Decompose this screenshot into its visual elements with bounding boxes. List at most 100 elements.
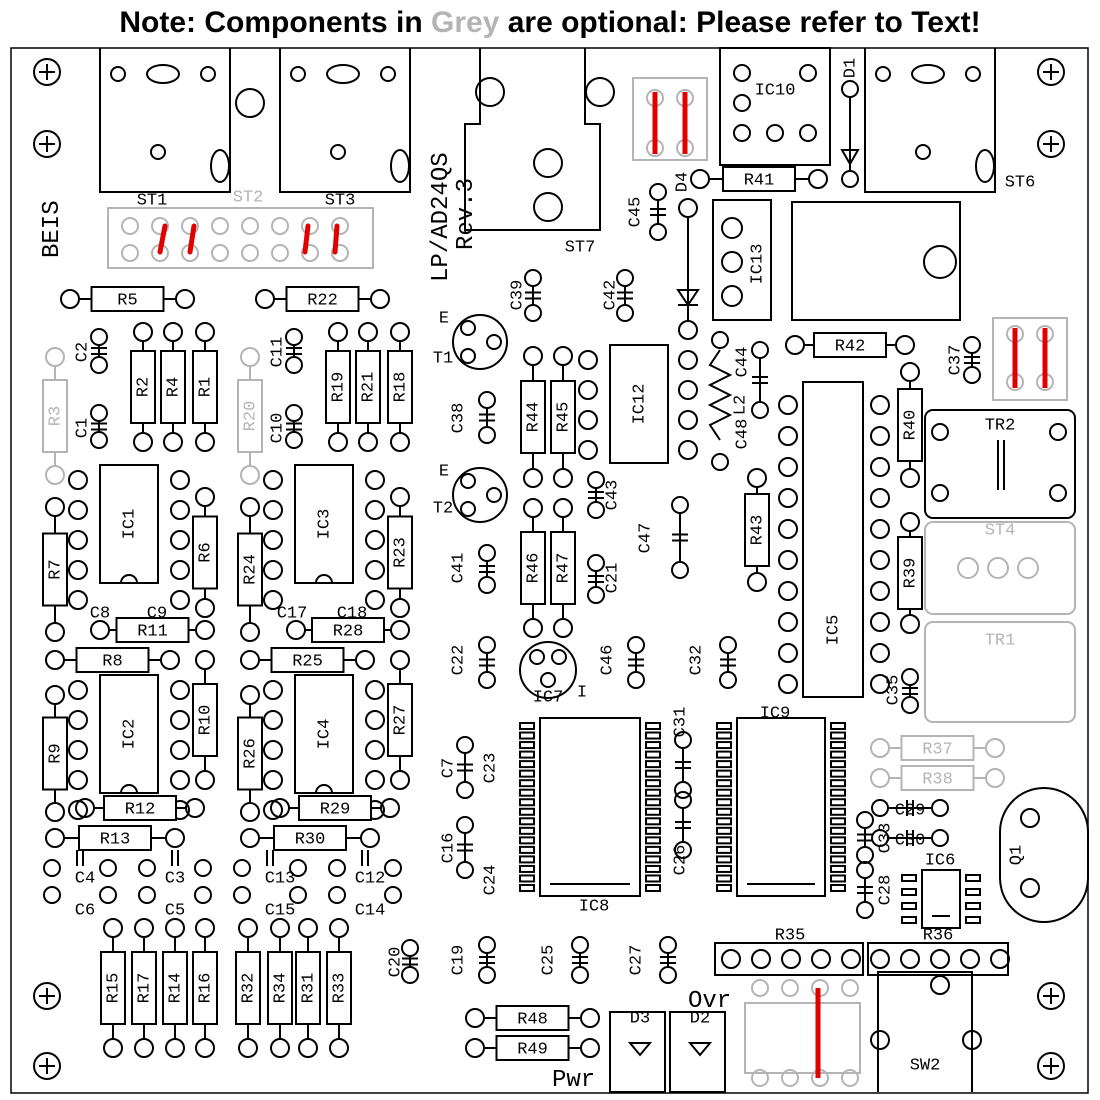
solder-pad	[963, 366, 981, 384]
inductor-coil	[707, 349, 733, 441]
note-grey-word: Grey	[431, 6, 500, 39]
solder-pad	[674, 791, 692, 809]
solder-pad	[587, 471, 605, 489]
solder-pad	[328, 886, 346, 904]
solder-pad	[99, 886, 117, 904]
ic-body	[609, 344, 669, 464]
resistor-label: R40	[901, 410, 920, 441]
solder-pad	[529, 649, 545, 665]
smd-pin	[965, 874, 981, 882]
mounting-hole	[1037, 58, 1065, 86]
solder-pad	[301, 244, 319, 262]
smd-pin	[645, 845, 661, 854]
solder-pad	[1049, 484, 1067, 502]
capacitor-label: C5	[165, 901, 185, 920]
resistor-body	[900, 765, 975, 791]
solder-pad	[870, 949, 890, 969]
diode-label: D3	[630, 1009, 650, 1028]
solder-pad	[165, 918, 185, 938]
solder-pad	[778, 612, 798, 632]
solder-pad	[931, 484, 949, 502]
smd-pin	[645, 874, 661, 883]
solder-pad	[365, 680, 385, 700]
capacitor-label: C15	[265, 901, 296, 920]
jack-pin	[533, 148, 563, 178]
smd-pin	[901, 902, 917, 910]
solder-pad	[68, 560, 88, 580]
jack-pin	[585, 77, 615, 107]
solder-pad	[870, 612, 890, 632]
solder-pad	[233, 886, 251, 904]
connector-label: ST1	[137, 191, 168, 210]
solder-pad	[895, 335, 915, 355]
solder-pad	[733, 124, 751, 142]
solder-pad	[263, 590, 283, 610]
solder-pad	[659, 966, 677, 984]
capacitor-label: C11	[268, 337, 287, 368]
resistor-body	[103, 795, 177, 821]
switch-label: SW2	[910, 1056, 941, 1075]
smd-pin	[716, 741, 732, 750]
solder-pad	[870, 643, 890, 663]
solder-pad	[365, 500, 385, 520]
solder-pad	[195, 322, 215, 342]
smd-pin	[645, 855, 661, 864]
smd-pin	[645, 760, 661, 769]
resistor-label: R8	[102, 652, 122, 671]
solder-pad	[931, 829, 949, 847]
solder-pad	[103, 918, 123, 938]
ic-label: IC9	[760, 704, 791, 723]
solder-pad	[985, 768, 1005, 788]
ic-label: IC10	[755, 81, 796, 100]
capacitor-label: C27	[627, 945, 646, 976]
solder-pad	[478, 636, 496, 654]
diode-symbol	[676, 289, 700, 307]
smd-pin	[716, 807, 732, 816]
solder-pad	[578, 410, 598, 430]
note-suffix: are optional: Please refer to Text!	[499, 6, 981, 39]
mounting-hole	[33, 58, 61, 86]
solder-pad	[270, 918, 290, 938]
resistor-label: R39	[901, 558, 920, 589]
mounting-hole	[33, 982, 61, 1010]
mounting-hole	[33, 1052, 61, 1080]
solder-pad	[240, 802, 260, 822]
ic-body	[736, 717, 826, 897]
capacitor-label: C30	[895, 831, 926, 850]
solder-pad	[900, 468, 920, 488]
solder-pad	[255, 289, 275, 309]
solder-pad	[856, 901, 874, 919]
connector-outline	[864, 48, 996, 193]
capacitor-label: C12	[355, 869, 386, 888]
solder-pad	[811, 949, 831, 969]
solder-pad	[1020, 808, 1040, 828]
solder-pad	[931, 799, 949, 817]
heatsink-outline	[791, 201, 961, 321]
jack-pin	[533, 192, 563, 222]
smd-pin	[519, 884, 535, 892]
solder-pad	[719, 636, 737, 654]
capacitor-label: C42	[601, 280, 620, 311]
connector-outline	[279, 48, 411, 193]
resistor-body	[520, 380, 546, 454]
solder-pad	[486, 334, 502, 350]
capacitor-label: C39	[508, 280, 527, 311]
resistor-body	[550, 531, 576, 605]
jumper-wire	[157, 223, 168, 255]
solder-pad	[241, 244, 259, 262]
solder-pad	[523, 346, 543, 366]
resistor-body	[495, 1005, 570, 1031]
resistor-body	[237, 379, 263, 453]
solder-pad	[365, 530, 385, 550]
solder-pad	[263, 530, 283, 550]
diode-symbol	[627, 1042, 653, 1057]
solder-pad	[365, 710, 385, 730]
smd-pin	[716, 798, 732, 807]
solder-pad	[870, 768, 890, 788]
ic-label: IC6	[925, 851, 956, 870]
solder-pad	[165, 1038, 185, 1058]
solder-pad	[240, 497, 260, 517]
smd-pin	[830, 884, 846, 892]
screw-hole	[380, 66, 396, 82]
resistor-body	[237, 532, 263, 607]
